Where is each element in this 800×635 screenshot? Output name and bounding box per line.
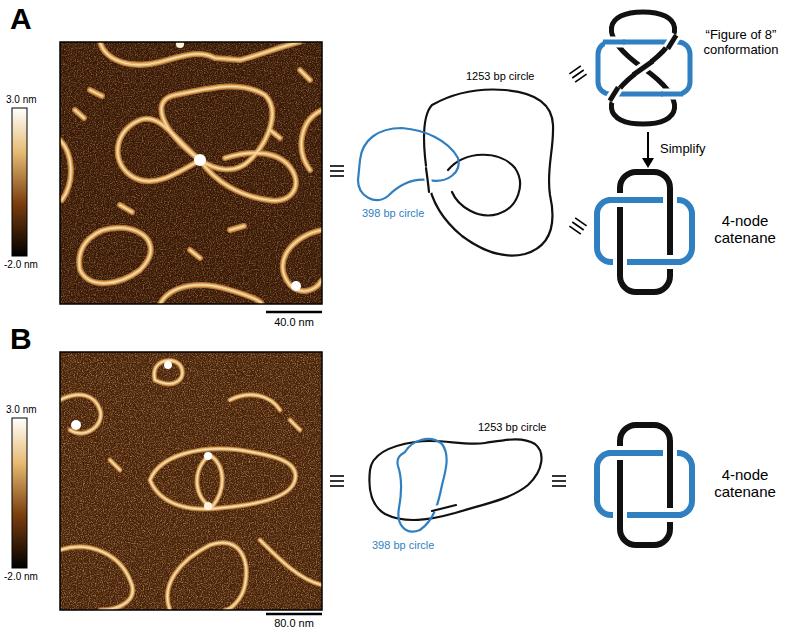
scale-label: 80.0 nm (258, 617, 330, 630)
equivalence-symbol (330, 66, 587, 486)
colorbar-label: 3.0 nm (6, 94, 37, 106)
panel-letter: B (10, 322, 32, 357)
afm-image (60, 352, 322, 610)
colorbar-label: 3.0 nm (6, 404, 37, 416)
afm-image (60, 40, 322, 304)
circle-label: 398 bp circle (362, 207, 424, 220)
scale-bar (266, 311, 322, 314)
colorbar-label: -2.0 nm (4, 259, 38, 271)
scale-bar (266, 613, 322, 616)
colorbar-label: -2.0 nm (4, 571, 38, 583)
color-bar (12, 108, 27, 256)
catenane-diagram (597, 172, 692, 292)
catenane-label: 4-node catenane (700, 466, 790, 501)
circle-label: 1253 bp circle (466, 70, 535, 83)
circle-label: 398 bp circle (372, 539, 434, 552)
arrow-label: Simplify (660, 142, 706, 157)
dna-schematic (369, 439, 541, 532)
scale-label: 40.0 nm (258, 316, 330, 329)
figure-eight-link (598, 12, 690, 124)
circle-label: 1253 bp circle (478, 421, 547, 434)
catenane-diagram (597, 425, 692, 545)
color-bar (12, 418, 27, 568)
dna-schematic (358, 90, 553, 256)
simplify-arrow (642, 132, 654, 168)
conformation-label: “Figure of 8” conformation (688, 28, 794, 58)
panel-letter: A (10, 2, 32, 37)
catenane-label: 4-node catenane (700, 212, 790, 247)
